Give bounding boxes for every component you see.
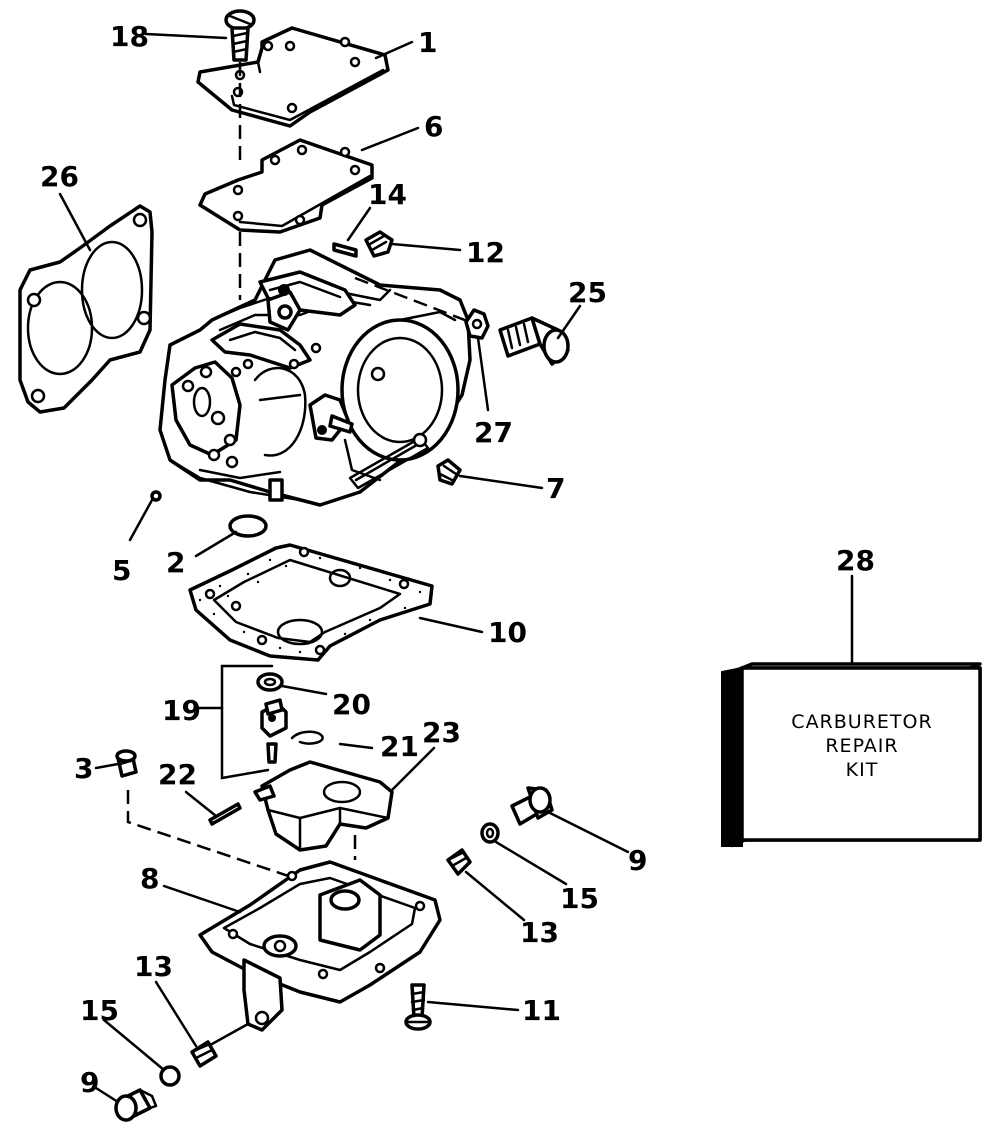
callout-15b: 15	[560, 882, 599, 915]
part-15-washer-left	[159, 1065, 181, 1087]
callout-18: 18	[110, 20, 149, 53]
callout-13b: 13	[520, 916, 559, 949]
part-20-washer	[256, 672, 284, 692]
callout-13a: 13	[134, 950, 173, 983]
part-11-screw	[404, 983, 432, 1031]
part-9-drain-screw-right	[510, 786, 554, 826]
kit-label-line3: KIT	[846, 759, 879, 781]
kit-label-line1: CARBURETOR	[791, 711, 932, 733]
part-12-jet-screw	[364, 230, 394, 258]
callout-11: 11	[522, 994, 561, 1027]
part-19-inlet-needle-assembly-bracket	[220, 664, 274, 780]
callout-9b: 9	[628, 844, 647, 877]
callout-25: 25	[568, 276, 607, 309]
callout-15a: 15	[80, 994, 119, 1027]
part-21-clip	[290, 730, 374, 750]
callout-12: 12	[466, 236, 505, 269]
callout-7: 7	[546, 472, 565, 505]
part-10-bowl-gasket	[188, 543, 434, 662]
part-14-pin	[332, 242, 358, 258]
callout-28: 28	[836, 544, 875, 577]
callout-19: 19	[162, 694, 201, 727]
carburetor-body	[158, 248, 472, 507]
callout-1: 1	[418, 26, 437, 59]
part-26-flange-gasket	[18, 204, 154, 414]
part-2-welch-plug	[228, 514, 268, 538]
callout-labels: 18 1 6 26 14 12 25 27 7 5 2 10 20 19 23 …	[40, 20, 875, 1099]
callout-3: 3	[74, 752, 93, 785]
callout-6: 6	[424, 110, 443, 143]
callout-10: 10	[488, 616, 527, 649]
part-6-gasket	[198, 138, 374, 234]
callout-8: 8	[140, 862, 159, 895]
part-9-drain-screw-left	[114, 1088, 158, 1122]
callout-26: 26	[40, 160, 79, 193]
part-23-float	[253, 760, 394, 852]
callout-14: 14	[368, 178, 407, 211]
part-8-float-bowl	[198, 860, 442, 1032]
callout-27: 27	[474, 416, 513, 449]
callout-2: 2	[166, 546, 185, 579]
callout-9a: 9	[80, 1066, 99, 1099]
part-25-cap-screw	[498, 316, 570, 366]
callout-5: 5	[112, 554, 131, 587]
part-13-jet-left	[190, 1040, 218, 1068]
part-28-repair-kit-box: CARBURETOR REPAIR KIT	[721, 662, 982, 848]
kit-label-line2: REPAIR	[825, 735, 898, 757]
callout-22: 22	[158, 758, 197, 791]
alignment-line	[126, 790, 331, 892]
part-13-jet-right	[446, 848, 472, 876]
callout-23: 23	[422, 716, 461, 749]
part-18-screw	[224, 9, 256, 62]
callout-21: 21	[380, 730, 419, 763]
part-1-cover-plate	[196, 26, 390, 128]
part-19-needle-seat	[260, 698, 288, 764]
part-27-lock-washer	[464, 308, 490, 340]
part-7-spring	[436, 458, 462, 486]
leader-lines	[58, 32, 854, 1104]
part-22-float-pin	[208, 802, 242, 826]
part-15-washer-right	[480, 822, 500, 844]
callout-20: 20	[332, 688, 371, 721]
part-3-plug-screw	[115, 749, 138, 778]
part-5-check-ball	[150, 490, 162, 502]
